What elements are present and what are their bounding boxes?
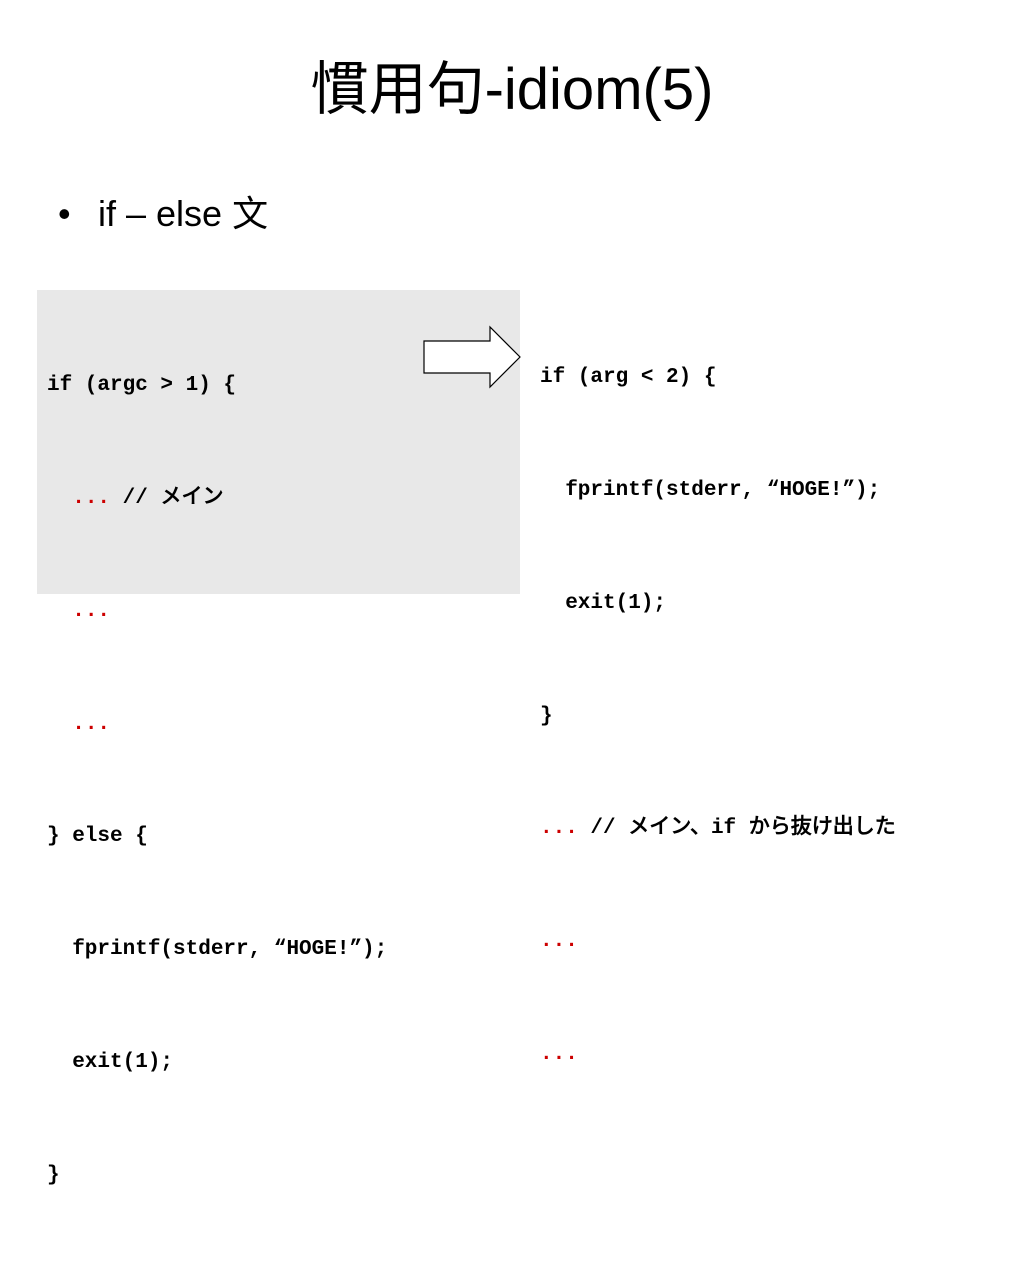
ellipsis: ... — [72, 599, 111, 623]
code-comment: // メイン、if から抜け出した — [577, 817, 896, 841]
slide-title: 慣用句-idiom(5) — [310, 57, 714, 122]
ellipsis: ... — [540, 1042, 578, 1066]
ellipsis: ... — [540, 817, 578, 841]
code-line: ... — [47, 706, 387, 744]
code-original: if (argc > 1) { ... // メイン ... ... } els… — [47, 292, 387, 1269]
code-comment: // メイン — [110, 486, 224, 510]
code-line: ... // メイン、if から抜け出した — [540, 810, 896, 848]
code-block-idiom: if (arg < 2) { fprintf(stderr, “HOGE!”);… — [540, 284, 896, 1149]
code-line: if (argc > 1) { — [47, 374, 237, 398]
code-idiom: if (arg < 2) { fprintf(stderr, “HOGE!”);… — [540, 284, 896, 1149]
ellipsis: ... — [72, 712, 111, 736]
code-line: fprintf(stderr, “HOGE!”); — [540, 478, 881, 502]
right-arrow-icon — [423, 325, 521, 389]
code-line: } else { — [47, 825, 148, 849]
code-line: } — [540, 704, 553, 728]
code-line: ... // メイン — [47, 480, 387, 518]
code-line: exit(1); — [540, 591, 667, 615]
slide: 慣用句-idiom(5) • if – else 文 if (argc > 1)… — [37, 57, 896, 1187]
ellipsis: ... — [72, 486, 111, 510]
code-line: fprintf(stderr, “HOGE!”); — [47, 938, 388, 962]
code-line: } — [47, 1163, 60, 1187]
bullet-item: • if – else 文 — [58, 188, 268, 240]
code-line: if (arg < 2) { — [540, 366, 717, 390]
bullet-text: if – else 文 — [98, 193, 269, 234]
bullet-marker: • — [58, 193, 71, 234]
ellipsis: ... — [540, 930, 578, 954]
code-line: exit(1); — [47, 1050, 174, 1074]
code-line: ... — [47, 593, 387, 631]
code-line: ... — [540, 923, 896, 961]
code-line: ... — [540, 1036, 896, 1074]
